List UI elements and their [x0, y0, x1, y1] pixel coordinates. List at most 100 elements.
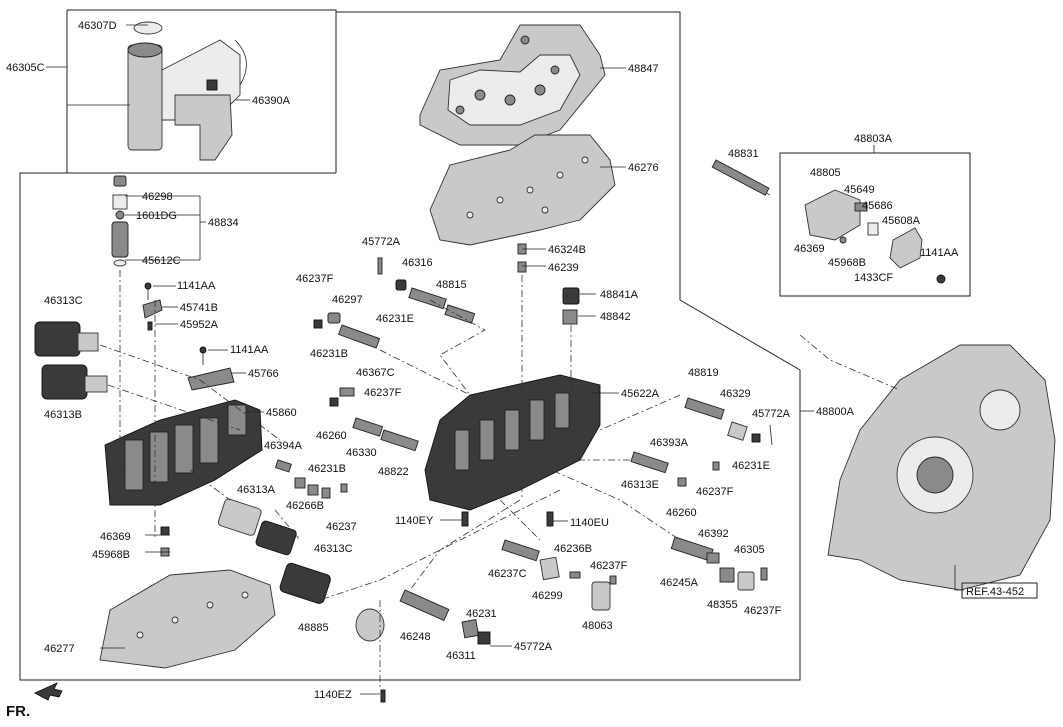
label-46231B-a: 46231B	[310, 348, 348, 360]
label-46313E: 46313E	[621, 479, 659, 491]
label-46231B-b: 46231B	[308, 463, 346, 475]
label-46236B: 46236B	[554, 543, 592, 555]
label-48842: 48842	[600, 311, 631, 323]
label-48847: 48847	[628, 63, 659, 75]
label-1433CF: 1433CF	[854, 272, 893, 284]
label-46369-right: 46369	[794, 243, 825, 255]
label-46393A: 46393A	[650, 437, 689, 449]
label-1141AA-a: 1141AA	[177, 280, 216, 292]
solenoid-46305C	[127, 21, 247, 161]
label-48063: 48063	[582, 620, 613, 632]
label-46324B: 46324B	[548, 244, 586, 256]
label-46237C: 46237C	[488, 568, 527, 580]
leader-lines	[46, 24, 875, 695]
label-46392: 46392	[698, 528, 729, 540]
spool-stack-48834	[111, 175, 129, 267]
separator-plate-46276	[429, 134, 616, 246]
label-46313B: 46313B	[44, 409, 82, 421]
valve-body-upper-48847	[419, 24, 606, 146]
main-assembly-frame	[19, 11, 801, 681]
label-45608A: 45608A	[882, 215, 921, 227]
label-48355: 48355	[707, 599, 738, 611]
label-1140EU: 1140EU	[570, 517, 609, 529]
label-48885: 48885	[298, 622, 329, 634]
label-45741B: 45741B	[180, 302, 218, 314]
label-45968B-right: 45968B	[828, 257, 866, 269]
label-46369-left: 46369	[100, 531, 131, 543]
label-48822: 48822	[378, 466, 409, 478]
label-46231E-a: 46231E	[376, 313, 414, 325]
label-46307D: 46307D	[78, 20, 117, 32]
label-46237F-a: 46237F	[296, 273, 334, 285]
label-45772A-a: 45772A	[362, 236, 401, 248]
label-48834: 48834	[208, 217, 239, 229]
frames	[19, 9, 971, 681]
assembly-dash-lines	[99, 270, 901, 690]
label-45612C: 45612C	[142, 255, 181, 267]
label-1141AA-right: 1141AA	[920, 247, 959, 259]
label-46305C: 46305C	[6, 62, 45, 74]
label-45649: 45649	[844, 184, 875, 196]
label-46390A: 46390A	[252, 95, 291, 107]
label-46237: 46237	[326, 521, 357, 533]
label-48800A: 48800A	[816, 406, 855, 418]
label-46237F-c: 46237F	[696, 486, 734, 498]
label-46367C: 46367C	[356, 367, 395, 379]
label-46329: 46329	[720, 388, 751, 400]
label-46237F-b: 46237F	[364, 387, 402, 399]
label-46276: 46276	[628, 162, 659, 174]
label-46316: 46316	[402, 257, 433, 269]
label-46313C-b: 46313C	[314, 543, 353, 555]
label-45772A-c: 45772A	[514, 641, 553, 653]
oil-pump-inset-frame	[779, 152, 971, 297]
label-46231: 46231	[466, 608, 497, 620]
label-46394A: 46394A	[264, 440, 303, 452]
label-1601DG: 1601DG	[136, 210, 177, 222]
label-45686: 45686	[862, 200, 893, 212]
label-46266B: 46266B	[286, 500, 324, 512]
solenoids-left	[34, 321, 108, 400]
label-46260-b: 46260	[666, 507, 697, 519]
label-front: FR.	[6, 703, 30, 720]
part-labels: 46307D 46305C 46390A 48847 46276 48803A …	[6, 20, 1024, 720]
label-46231E-b: 46231E	[732, 460, 770, 472]
label-45968B-left: 45968B	[92, 549, 130, 561]
label-46239: 46239	[548, 262, 579, 274]
front-arrow	[33, 682, 63, 701]
label-1141AA-b: 1141AA	[230, 344, 269, 356]
label-46330: 46330	[346, 447, 377, 459]
label-46260-a: 46260	[316, 430, 347, 442]
label-48819: 48819	[688, 367, 719, 379]
label-45860: 45860	[266, 407, 297, 419]
label-48805: 48805	[810, 167, 841, 179]
label-45772A-b: 45772A	[752, 408, 791, 420]
label-46305: 46305	[734, 544, 765, 556]
label-46313C-a: 46313C	[44, 295, 83, 307]
label-46297: 46297	[332, 294, 363, 306]
label-46311: 46311	[446, 650, 476, 662]
label-46298: 46298	[142, 191, 173, 203]
label-46313A: 46313A	[237, 484, 276, 496]
label-1140EZ: 1140EZ	[314, 689, 352, 701]
ref-box	[961, 582, 1038, 599]
separator-plate-46277	[99, 569, 276, 669]
lower-valve-body-45860	[104, 399, 263, 506]
spools-and-springs	[160, 243, 773, 703]
center-valve-body-45622A	[424, 374, 601, 511]
label-45952A: 45952A	[180, 319, 219, 331]
transmission-case	[827, 344, 1056, 599]
label-1140EY: 1140EY	[395, 515, 434, 527]
label-48831: 48831	[728, 148, 759, 160]
label-46245A: 46245A	[660, 577, 699, 589]
label-48841A: 48841A	[600, 289, 639, 301]
label-46237F-d: 46237F	[590, 560, 628, 572]
label-46277: 46277	[44, 643, 75, 655]
label-46237F-e: 46237F	[744, 605, 782, 617]
small-hardware	[142, 282, 235, 391]
label-46248: 46248	[400, 631, 431, 643]
oil-pump-parts	[711, 159, 946, 284]
label-ref: REF.43-452	[966, 586, 1024, 598]
label-45622A: 45622A	[621, 388, 660, 400]
label-48803A: 48803A	[854, 133, 893, 145]
